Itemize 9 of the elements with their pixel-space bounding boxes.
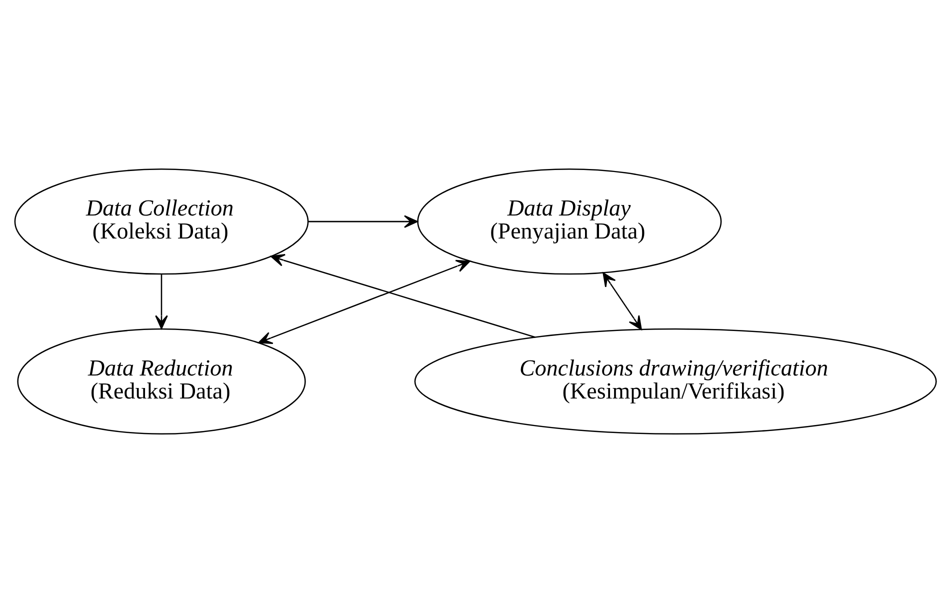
node-ellipse: Data Reduction (Reduksi Data) — [16, 328, 306, 435]
node-ellipse: Conclusions drawing/verification (Kesimpulan/Verifikasi) — [414, 328, 936, 435]
arrow — [258, 260, 470, 344]
arrow — [154, 274, 168, 330]
node-ellipse: Data Display (Penyajian Data) — [416, 168, 722, 275]
arrow — [308, 215, 418, 228]
arrow — [270, 254, 535, 338]
arrow — [602, 272, 642, 330]
node-ellipse: Data Collection (Koleksi Data) — [14, 168, 308, 275]
